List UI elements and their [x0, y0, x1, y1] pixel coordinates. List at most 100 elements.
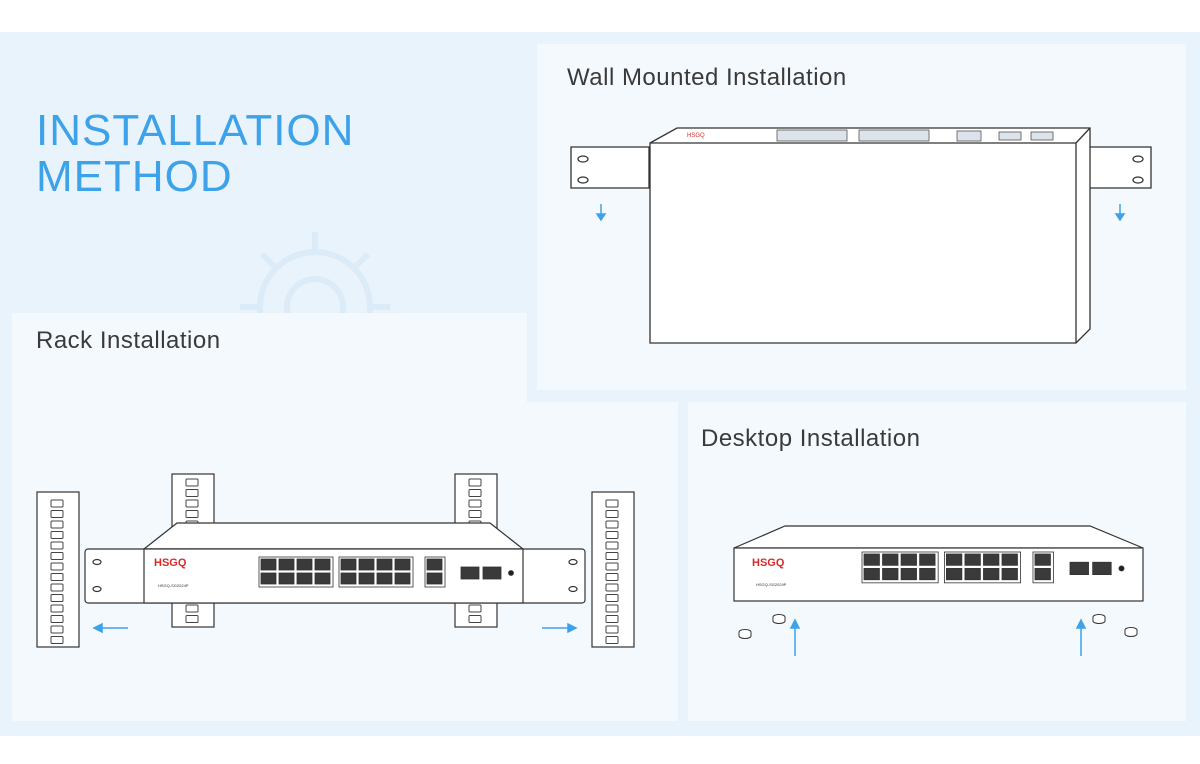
ethernet-port	[882, 568, 899, 581]
ethernet-port	[863, 553, 880, 566]
ethernet-port	[900, 568, 917, 581]
arrow-down-icon	[595, 213, 607, 222]
sfp-port	[1069, 561, 1089, 576]
ethernet-port	[882, 553, 899, 566]
reset-button	[1118, 565, 1125, 572]
rack-hole	[605, 604, 619, 613]
rack-hole	[605, 594, 619, 602]
ethernet-port	[314, 572, 331, 585]
rack-hole	[468, 604, 482, 613]
ethernet-port	[426, 558, 443, 571]
ethernet-port	[358, 572, 375, 585]
rack-hole	[185, 615, 199, 623]
sfp-port	[1092, 561, 1112, 576]
rack-hole	[50, 541, 64, 550]
ethernet-port	[964, 568, 981, 581]
rack-hole	[185, 604, 199, 613]
rack-hole	[50, 499, 64, 508]
desktop-illustration: HSGQ HSGQ-SG2024P	[733, 525, 1144, 656]
ethernet-port	[358, 558, 375, 571]
rack-hole	[50, 573, 64, 581]
rack-hole	[50, 562, 64, 571]
switch-brand-mark: HSGQ	[687, 133, 705, 139]
ethernet-port	[394, 558, 411, 571]
ethernet-port	[314, 558, 331, 571]
wall-mount-illustration: HSGQ	[570, 127, 1152, 344]
rubber-foot	[772, 614, 786, 624]
rack-hole	[468, 615, 482, 623]
rack-hole	[468, 499, 482, 508]
reset-button	[508, 570, 514, 576]
rack-hole	[605, 636, 619, 644]
page-title-line-2: METHOD	[36, 152, 233, 201]
rubber-foot	[1092, 614, 1106, 624]
bracket-hole	[1132, 155, 1144, 163]
rack-switch-model: HSGQ-SG2024P	[158, 583, 189, 588]
arrow-down-icon	[1114, 213, 1126, 222]
rack-hole	[605, 583, 619, 592]
rack-hole	[185, 489, 199, 497]
rack-hole	[50, 583, 64, 592]
ethernet-port	[260, 558, 277, 571]
sfp-port	[460, 566, 480, 580]
ethernet-port	[1001, 553, 1018, 566]
rack-hole	[185, 478, 199, 487]
rack-title: Rack Installation	[36, 327, 221, 354]
switch-front	[143, 548, 524, 604]
desktop-switch-brand: HSGQ	[752, 557, 785, 569]
rack-hole	[605, 510, 619, 518]
desktop-panel: Desktop Installation HSGQ HSGQ-SG2024P	[688, 402, 1186, 721]
rack-hole	[468, 489, 482, 497]
bracket-hole	[577, 176, 589, 184]
rack-hole	[50, 594, 64, 602]
rack-hole	[185, 499, 199, 508]
ethernet-port	[260, 572, 277, 585]
arrow-left-icon	[92, 622, 103, 634]
sfp-port	[482, 566, 502, 580]
ethernet-port	[1001, 568, 1018, 581]
rack-hole	[50, 636, 64, 644]
arrow-right-icon	[567, 622, 578, 634]
left-wall-bracket	[570, 146, 650, 189]
switch-top	[142, 522, 525, 550]
arrow-up-icon	[789, 618, 801, 629]
ethernet-port	[983, 568, 1000, 581]
ethernet-port	[919, 553, 936, 566]
ethernet-port	[983, 553, 1000, 566]
ethernet-port	[296, 558, 313, 571]
rack-hole	[50, 552, 64, 560]
rack-hole	[605, 520, 619, 529]
rack-hole	[605, 499, 619, 508]
ethernet-port	[1034, 568, 1051, 581]
ethernet-port	[945, 568, 963, 581]
rack-hole	[468, 478, 482, 487]
ethernet-port	[426, 572, 443, 585]
switch-body	[649, 127, 1091, 344]
ethernet-port	[945, 553, 963, 566]
page-title-line-1: INSTALLATION	[36, 106, 355, 155]
rubber-foot	[738, 629, 752, 639]
rack-hole	[605, 562, 619, 571]
ethernet-port	[278, 558, 295, 571]
wall-mount-panel: Wall Mounted Installation HSGQ	[537, 44, 1186, 390]
rack-hole	[50, 604, 64, 613]
wall-mount-title: Wall Mounted Installation	[567, 64, 847, 91]
ethernet-port	[394, 572, 411, 585]
ethernet-port	[863, 568, 880, 581]
rack-hole	[605, 541, 619, 550]
rack-hole	[605, 615, 619, 623]
rack-hole	[50, 625, 64, 634]
rack-hole	[50, 520, 64, 529]
rack-switch-brand: HSGQ	[154, 557, 187, 569]
ethernet-port	[340, 558, 357, 571]
ethernet-port	[1034, 553, 1051, 566]
rubber-foot	[1124, 627, 1138, 637]
bracket-hole	[577, 155, 589, 163]
arrow-up-icon	[1075, 618, 1087, 629]
ethernet-port	[900, 553, 917, 566]
ethernet-port	[376, 572, 393, 585]
desktop-switch-model: HSGQ-SG2024P	[756, 582, 787, 587]
rack-hole	[605, 531, 619, 539]
rack-hole	[50, 510, 64, 518]
rack-hole	[605, 573, 619, 581]
